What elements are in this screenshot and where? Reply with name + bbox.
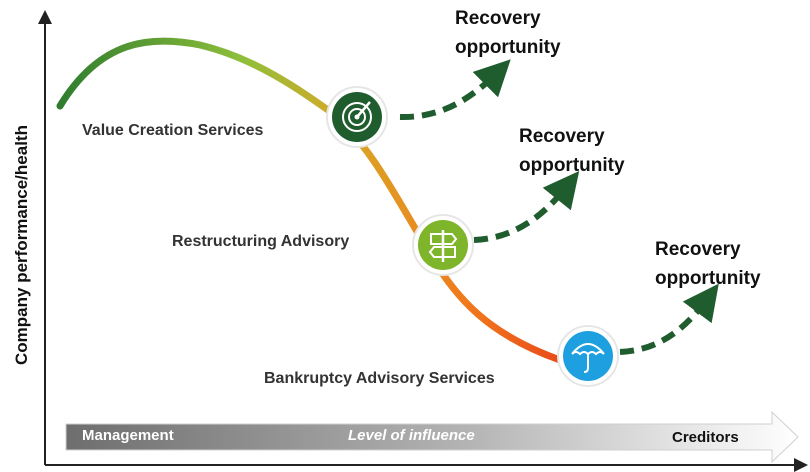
y-axis-arrowhead [38, 10, 52, 24]
influence-label-center: Level of influence [348, 427, 475, 444]
influence-bar [65, 410, 799, 464]
recovery-label-2-line1: Recovery [519, 126, 605, 147]
influence-label-management: Management [82, 427, 174, 444]
signpost-icon [412, 214, 474, 276]
recovery-label-3: Recovery opportunity [655, 235, 761, 293]
recovery-label-1: Recovery opportunity [455, 4, 561, 62]
recovery-label-2: Recovery opportunity [519, 122, 625, 180]
y-axis-label: Company performance/health [12, 125, 31, 365]
service-label-bankruptcy: Bankruptcy Advisory Services [264, 370, 495, 387]
recovery-label-2-line2: opportunity [519, 155, 625, 176]
influence-label-creditors: Creditors [672, 429, 739, 446]
recovery-label-3-line1: Recovery [655, 239, 741, 260]
performance-curve [56, 37, 564, 364]
radar-icon [326, 86, 388, 148]
umbrella-icon [557, 325, 619, 387]
service-label-restructuring: Restructuring Advisory [172, 233, 350, 250]
recovery-label-3-line2: opportunity [655, 268, 761, 289]
x-axis-arrowhead [794, 458, 808, 472]
recovery-arrow-1 [399, 59, 511, 121]
recovery-label-1-line2: opportunity [455, 37, 561, 58]
recovery-label-1-line1: Recovery [455, 8, 541, 29]
service-label-value-creation: Value Creation Services [82, 122, 264, 139]
recovery-arrow-2 [473, 170, 580, 243]
recovery-arrow-3 [619, 283, 719, 355]
